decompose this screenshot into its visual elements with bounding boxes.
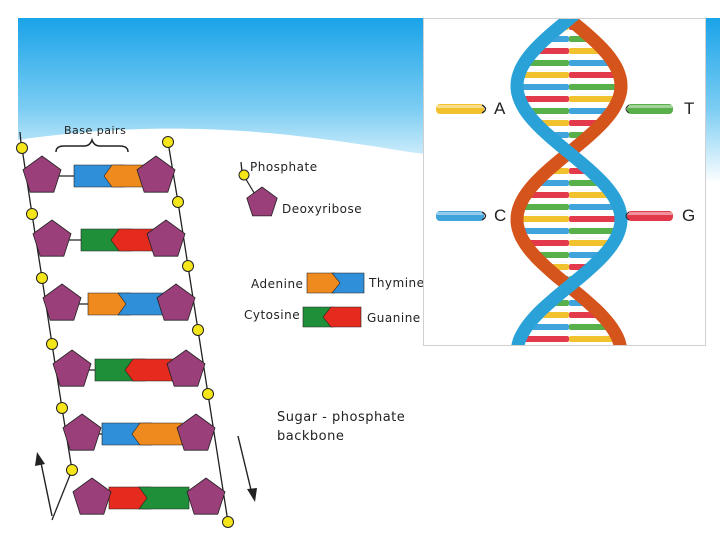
helix-letter-t: T xyxy=(684,99,695,118)
phosphate-circle xyxy=(172,196,184,208)
sugar-pentagon-right xyxy=(156,283,196,321)
helix-rung-segment xyxy=(524,60,569,66)
base-pair-rung xyxy=(72,477,226,515)
phosphate-circle xyxy=(16,142,28,154)
helix-strand-blue xyxy=(510,19,628,345)
helix-rung-segment xyxy=(519,96,569,102)
legend-base-pairs xyxy=(302,272,365,328)
helix-rung-segment xyxy=(569,108,613,114)
helix-rung-segment xyxy=(519,336,569,342)
helix-rung-segment xyxy=(518,72,569,78)
phosphate-circle xyxy=(192,324,204,336)
phosphate-circle xyxy=(222,516,234,528)
sugar-pentagon-left xyxy=(42,283,82,321)
phosphate-label: Phosphate xyxy=(250,160,318,174)
arrow-up-head xyxy=(35,452,45,466)
helix-rung-segment xyxy=(569,240,614,246)
helix-rung-segment xyxy=(569,228,620,234)
sugar-pentagon-left xyxy=(22,155,62,193)
base-pairs-label: Base pairs xyxy=(64,124,127,137)
helix-rung-segment xyxy=(569,72,620,78)
base-adenine xyxy=(131,422,183,446)
helix-letter-c: C xyxy=(494,206,507,225)
helix-rung-segment xyxy=(517,84,569,90)
sugar-pentagon-left xyxy=(62,413,102,451)
helix-rung-segment xyxy=(519,204,569,210)
base-pair-rung xyxy=(42,283,196,321)
helix-rung-segment xyxy=(525,192,569,198)
helix-rung-segment xyxy=(524,240,569,246)
helix-key-t-bar xyxy=(625,104,673,114)
phosphate-circle xyxy=(36,272,48,284)
phosphate-circle xyxy=(202,388,214,400)
arrow-down-head xyxy=(247,488,257,502)
base-pair-rung xyxy=(22,155,176,193)
helix-rung-segment xyxy=(569,336,619,342)
phosphate-circle xyxy=(66,464,78,476)
sugar-pentagon-right xyxy=(136,155,176,193)
base-pair-rung xyxy=(52,349,206,387)
legend-phosphate-circle xyxy=(238,169,250,181)
backbone-label-line1: Sugar - phosphate xyxy=(277,410,406,425)
deoxyribose-label: Deoxyribose xyxy=(282,202,363,216)
sugar-pentagon-right xyxy=(166,349,206,387)
phosphate-circle xyxy=(162,136,174,148)
legend-guanine-shape xyxy=(322,306,362,328)
legend-thymine-shape xyxy=(331,272,365,294)
helix-rung-segment xyxy=(569,216,621,222)
helix-strand-orange xyxy=(510,19,628,345)
double-helix-image: A T C G xyxy=(423,18,706,346)
sugar-pentagon-right xyxy=(176,413,216,451)
guanine-label: Guanine xyxy=(367,311,421,325)
sugar-pentagon-left xyxy=(32,219,72,257)
phosphate-circle xyxy=(26,208,38,220)
helix-key-c-bar xyxy=(436,211,487,221)
sugar-pentagon-left xyxy=(52,349,92,387)
phosphate-circle xyxy=(56,402,68,414)
helix-rung-segment xyxy=(569,204,619,210)
thymine-label: Thymine xyxy=(369,276,425,290)
helix-letter-a: A xyxy=(494,99,506,118)
helix-rung-segment xyxy=(569,192,613,198)
legend-deoxyribose-pentagon xyxy=(246,186,278,217)
helix-rung-segment xyxy=(569,84,621,90)
phosphate-circle xyxy=(182,260,194,272)
helix-rung-segment xyxy=(569,60,614,66)
helix-rung-segment xyxy=(525,108,569,114)
cytosine-label: Cytosine xyxy=(244,308,301,322)
base-guanine xyxy=(124,358,176,382)
base-cytosine xyxy=(138,486,190,510)
backbone-label-line2: backbone xyxy=(277,429,345,444)
base-pairs-brace xyxy=(55,137,129,153)
helix-key-g-bar xyxy=(625,211,673,221)
sugar-pentagon-left xyxy=(72,477,112,515)
helix-key-a-bar xyxy=(436,104,487,114)
double-helix-graphic xyxy=(436,19,673,345)
adenine-label: Adenine xyxy=(251,277,304,291)
helix-rung-segment xyxy=(569,324,612,330)
arrow-down-line xyxy=(237,435,253,495)
sugar-pentagon-right xyxy=(186,477,226,515)
left-backbone-line xyxy=(21,147,73,521)
helix-rung-segment xyxy=(526,324,569,330)
base-pair-rung xyxy=(62,413,216,451)
helix-rung-segment xyxy=(517,216,569,222)
phosphate-circle xyxy=(46,338,58,350)
arrow-up-line xyxy=(39,457,53,517)
helix-letter-g: G xyxy=(682,206,696,225)
top-tick-left xyxy=(19,131,22,144)
base-pair-rung xyxy=(32,219,186,257)
sugar-pentagon-right xyxy=(146,219,186,257)
helix-rung-segment xyxy=(518,228,569,234)
helix-rung-segment xyxy=(569,96,619,102)
